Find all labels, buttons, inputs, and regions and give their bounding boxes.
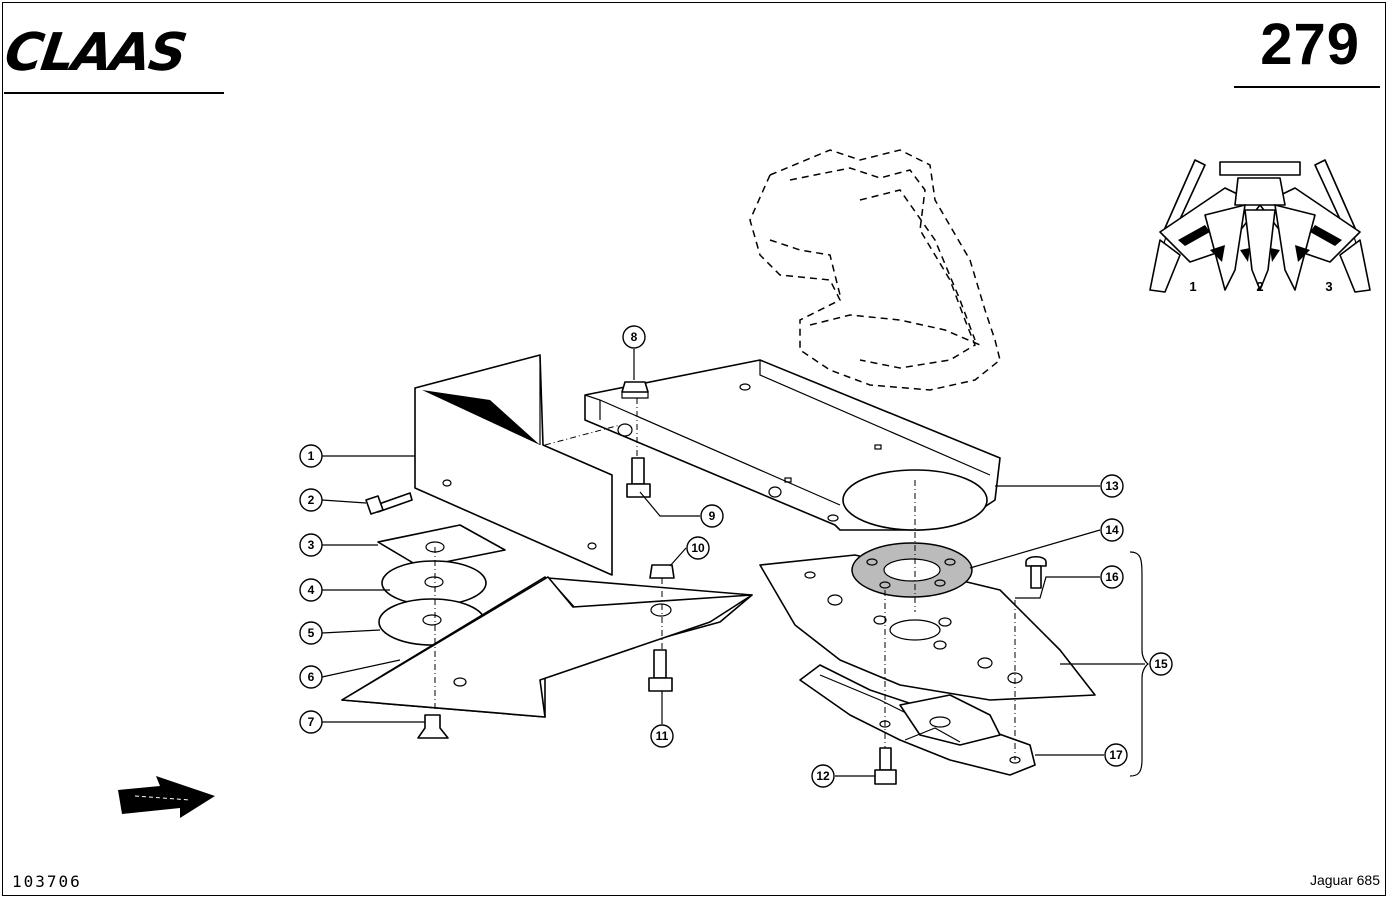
svg-text:6: 6 [308,670,315,684]
callout-10: 10 [686,536,710,560]
callout-16: 16 [1100,565,1124,589]
callout-15: 15 [1149,652,1173,676]
callout-17: 17 [1104,743,1128,767]
callout-1: 1 [299,444,323,468]
svg-text:9: 9 [709,509,716,523]
inset-label-2: 2 [1256,279,1263,294]
logo-text: CLAAS [6,23,189,80]
document-number: 103706 [12,872,82,891]
svg-text:16: 16 [1105,570,1119,584]
part-11-bolt [648,649,673,692]
svg-text:14: 14 [1105,523,1119,537]
svg-text:7: 7 [308,715,315,729]
callout-14: 14 [1100,518,1124,542]
part-2-bolt [365,492,413,515]
part-10-nut [649,564,675,579]
claas-logo: CLAAS [6,23,189,80]
svg-text:10: 10 [691,541,705,555]
callout-6: 6 [299,665,323,689]
part-13-channel-frame [584,359,1001,531]
callout-leaders [321,349,1150,777]
callout-11: 11 [650,724,674,748]
page-number-underline [1234,86,1380,88]
svg-text:15: 15 [1154,657,1168,671]
inset-label-1: 1 [1189,279,1196,294]
svg-text:8: 8 [631,330,638,344]
svg-text:2: 2 [308,493,315,507]
svg-text:5: 5 [308,626,315,640]
assembly-center-lines [434,398,1016,760]
part-14-gasket-ring [851,542,973,598]
svg-text:3: 3 [308,538,315,552]
svg-text:11: 11 [656,729,669,743]
header-overview-inset: 1 2 3 [1149,159,1371,294]
part-1-deflector-plate [414,354,613,576]
part-3-square-plate [377,524,506,568]
part-12-bolt [874,747,897,785]
part-16-pin [1025,555,1047,589]
svg-text:4: 4 [308,583,315,597]
channel-opening [842,469,988,531]
svg-text:12: 12 [816,769,830,783]
callout-8: 8 [622,325,646,349]
inset-label-3: 3 [1325,279,1332,294]
callout-7: 7 [299,710,323,734]
logo-underline [4,92,224,94]
part-8-nut [621,381,649,399]
part-7-screw [417,714,449,739]
svg-text:13: 13 [1105,479,1119,493]
callout-4: 4 [299,578,323,602]
travel-direction-arrow-icon [118,776,215,818]
page-number: 279 [1260,12,1360,77]
svg-text:17: 17 [1109,748,1123,762]
part-6-cutting-blade [341,576,753,718]
callout-13: 13 [1100,474,1124,498]
callout-12: 12 [811,764,835,788]
callout-3: 3 [299,533,323,557]
machine-model: Jaguar 685 [1309,872,1380,888]
svg-text:1: 1 [308,449,315,463]
part-9-bolt [626,457,651,498]
callout-2: 2 [299,488,323,512]
ghost-gearbox-outline [749,149,1001,391]
callout-5: 5 [299,621,323,645]
callout-9: 9 [700,504,724,528]
